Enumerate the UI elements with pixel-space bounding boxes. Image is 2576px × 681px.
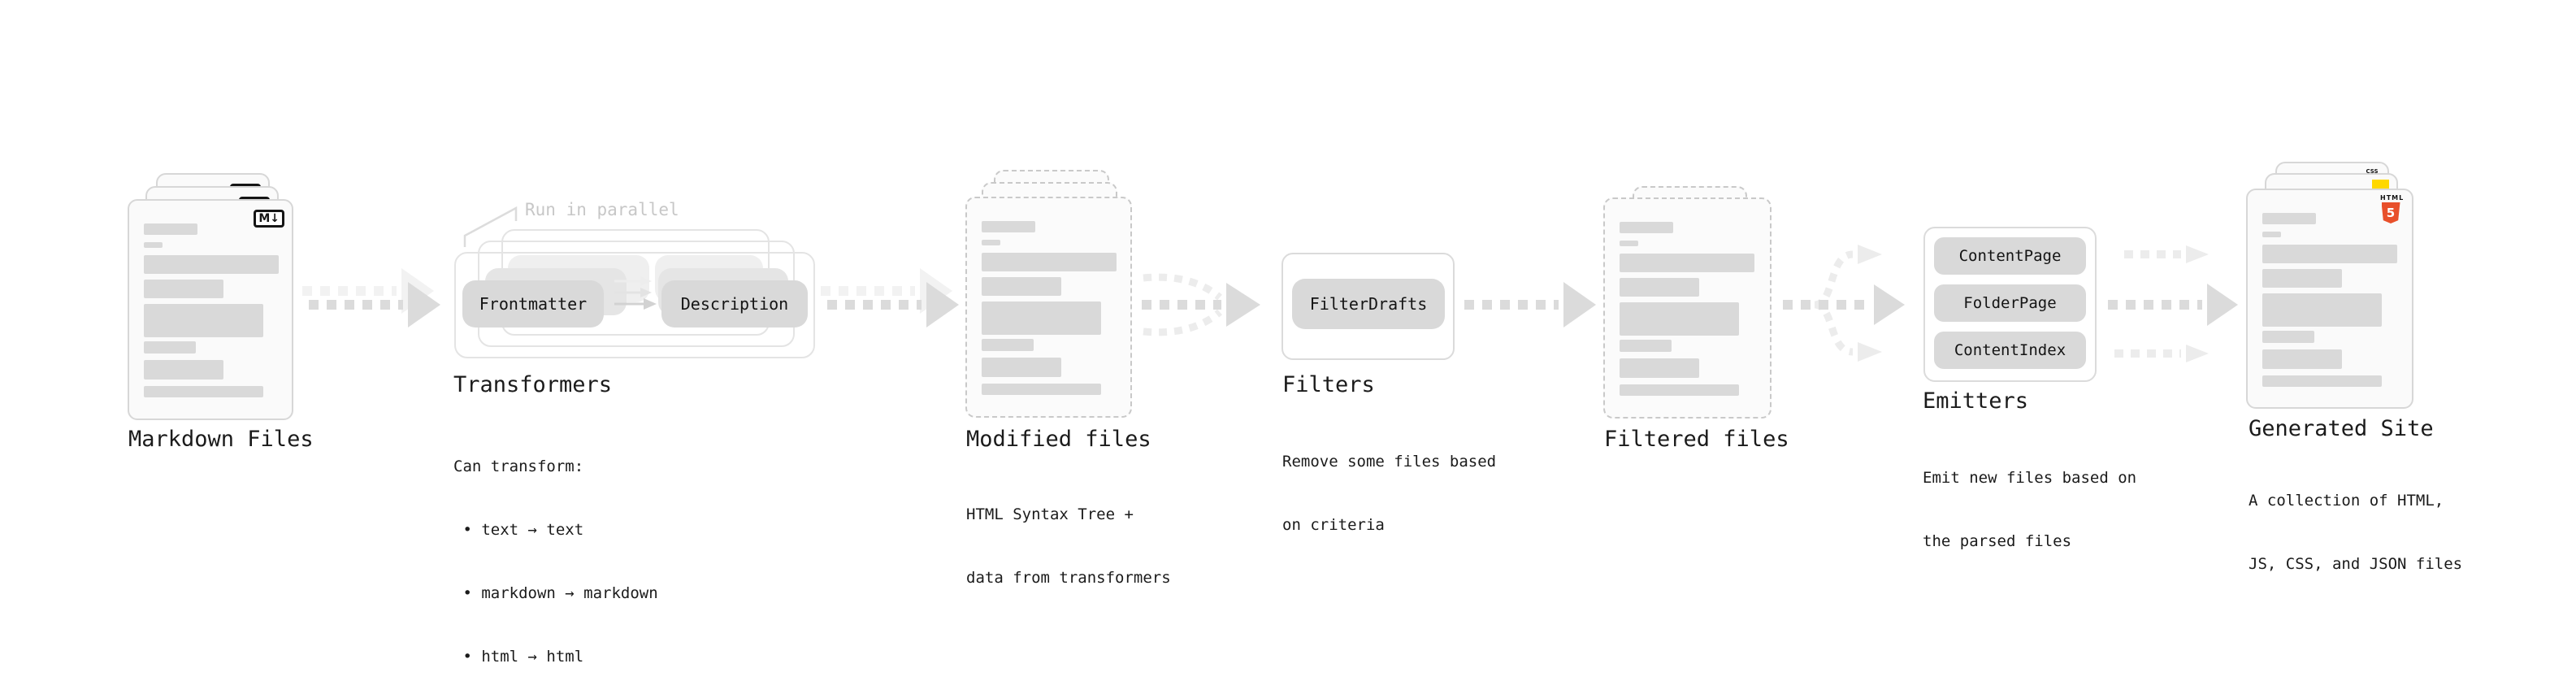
flow-arrow-markdown-to-transformers — [301, 236, 447, 333]
stage-label-filters: Filters — [1282, 372, 1375, 397]
placeholder-bar — [144, 280, 223, 298]
contentindex-pill: ContentIndex — [1934, 332, 2086, 369]
modified-file-card-front — [965, 197, 1132, 418]
stage-label-filtered-files: Filtered files — [1604, 427, 1789, 452]
emitters-description: Emit new files based on the parsed files — [1923, 425, 2136, 594]
description-pill: Description — [661, 280, 808, 327]
html5-shield: 5 — [2381, 202, 2400, 223]
desc-line: HTML Syntax Tree + — [966, 505, 1134, 523]
placeholder-bar — [1620, 384, 1739, 396]
stage-label-modified-files: Modified files — [966, 427, 1151, 452]
desc-line: data from transformers — [966, 569, 1171, 587]
flow-arrow-filters-to-filtered — [1456, 236, 1602, 333]
placeholder-bar — [982, 221, 1035, 232]
filters-description: Remove some files based on criteria — [1282, 409, 1496, 578]
placeholder-bar — [982, 240, 1000, 245]
placeholder-bar — [2262, 269, 2342, 288]
javascript-icon — [2372, 180, 2389, 189]
placeholder-bar — [2262, 293, 2382, 327]
placeholder-bar — [2262, 375, 2382, 387]
placeholder-bar — [982, 339, 1034, 351]
placeholder-bar — [982, 301, 1101, 335]
generated-site-description: A collection of HTML, JS, CSS, and JSON … — [2249, 448, 2462, 617]
run-in-parallel-note: Run in parallel — [525, 200, 679, 219]
placeholder-bar — [144, 360, 223, 380]
desc-line: the parsed files — [1923, 532, 2072, 550]
placeholder-bar — [2262, 245, 2397, 263]
placeholder-bar — [982, 358, 1061, 377]
placeholder-bar — [144, 386, 263, 397]
desc-line: • text → text — [453, 521, 584, 539]
placeholder-bar — [2262, 232, 2281, 237]
desc-line: Emit new files based on — [1923, 469, 2137, 487]
placeholder-bar — [1620, 241, 1638, 246]
desc-line: JS, CSS, and JSON files — [2249, 555, 2463, 573]
modified-files-description: HTML Syntax Tree + data from transformer… — [966, 462, 1171, 631]
frontmatter-pill: Frontmatter — [462, 280, 604, 327]
placeholder-bar — [144, 242, 163, 248]
desc-line: Can transform: — [453, 458, 584, 475]
placeholder-bar — [982, 253, 1117, 271]
transformers-description: Can transform: • text → text • markdown … — [453, 414, 658, 681]
stage-label-markdown-files: Markdown Files — [128, 427, 314, 452]
placeholder-bar — [1620, 222, 1673, 233]
desc-line: on criteria — [1282, 516, 1385, 534]
desc-line: • html → html — [453, 648, 584, 666]
placeholder-bar — [144, 223, 197, 235]
filtered-file-card-front — [1603, 197, 1772, 419]
desc-line: • markdown → markdown — [453, 584, 658, 602]
placeholder-bar — [1620, 340, 1672, 352]
markdown-icon: M↓ — [254, 210, 284, 228]
placeholder-bar — [2262, 349, 2342, 369]
placeholder-bar — [144, 255, 279, 274]
folderpage-pill: FolderPage — [1934, 284, 2086, 322]
transformer-box-front — [454, 252, 815, 358]
placeholder-bar — [1620, 278, 1699, 297]
placeholder-bar — [1620, 254, 1754, 272]
note-leader-line — [463, 206, 518, 247]
html5-icon: HTML 5 — [2380, 194, 2403, 223]
transform-step-arrows — [614, 276, 657, 310]
placeholder-bar — [2262, 213, 2316, 224]
flow-arrow-transformers-to-modified — [819, 236, 965, 333]
contentpage-pill: ContentPage — [1934, 237, 2086, 275]
placeholder-bar — [144, 341, 196, 354]
markdown-file-card-front: M↓ — [128, 199, 293, 420]
desc-line: Remove some files based — [1282, 453, 1497, 471]
placeholder-bar — [144, 304, 263, 337]
placeholder-bar — [1620, 358, 1699, 378]
desc-line: A collection of HTML, — [2249, 492, 2444, 510]
emit-arrows-to-generated-site — [2108, 245, 2238, 362]
stage-label-emitters: Emitters — [1923, 388, 2029, 414]
split-arrow-filtered-to-emitters — [1783, 245, 1905, 362]
placeholder-bar — [1620, 302, 1739, 336]
placeholder-bar — [982, 384, 1101, 395]
stage-label-generated-site: Generated Site — [2249, 416, 2434, 441]
stage-label-transformers: Transformers — [453, 372, 613, 397]
placeholder-bar — [2262, 331, 2314, 343]
filterdrafts-pill: FilterDrafts — [1292, 279, 1445, 329]
merge-arrow-modified-to-filters — [1142, 273, 1260, 336]
generated-html-card-front: HTML 5 — [2246, 189, 2413, 409]
placeholder-bar — [982, 277, 1061, 296]
